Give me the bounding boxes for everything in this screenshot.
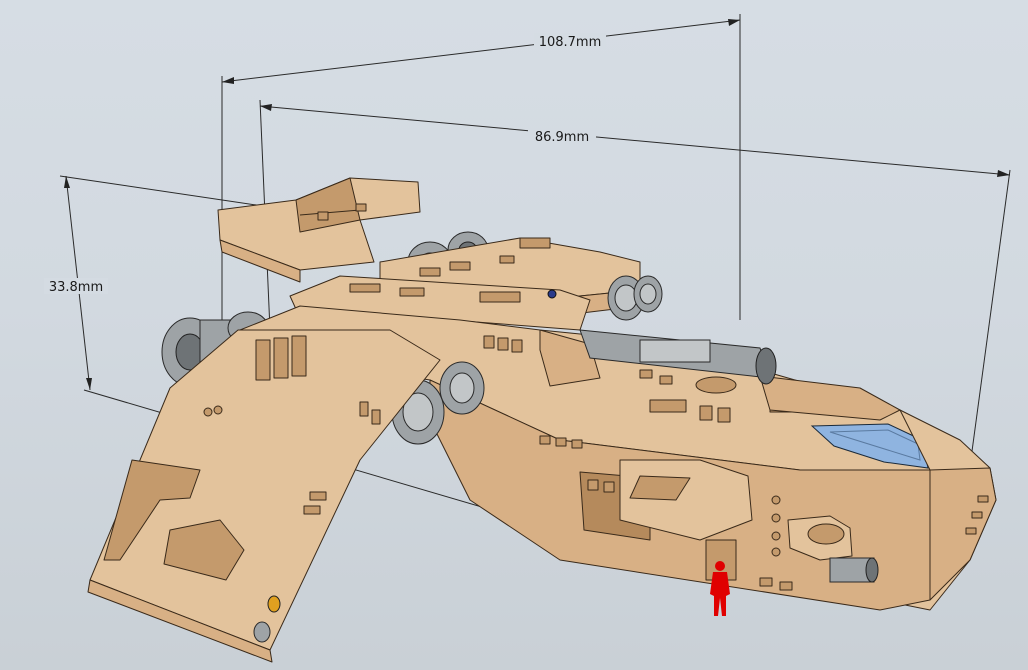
dimension-line-hull (259, 105, 1011, 176)
dimension-label-bg (528, 128, 596, 144)
upper-wheels (607, 275, 663, 321)
dimension-hull-length[interactable]: 86.9mm (259, 99, 1011, 541)
dimension-label-overall-length[interactable]: 108.7mm (539, 35, 602, 50)
side-turret (787, 515, 879, 583)
dimension-line-overall (221, 19, 741, 83)
arrowhead-hull-right (997, 170, 1010, 177)
spaceship-model[interactable] (87, 177, 997, 663)
dimension-label-bg (534, 33, 606, 49)
arrowhead-height-bottom (86, 378, 92, 390)
tail-fin (217, 177, 421, 283)
dimension-overall-length[interactable]: 108.7mm (221, 14, 741, 600)
arrowhead-overall-left (222, 77, 234, 84)
dimension-label-hull-length[interactable]: 86.9mm (535, 130, 589, 145)
arrowhead-height-top (64, 176, 70, 188)
arrowhead-overall-right (728, 19, 740, 26)
left-wing (87, 329, 441, 663)
arrowhead-hull-left (260, 104, 272, 111)
main-cannon (579, 329, 777, 394)
dimension-label-height[interactable]: 33.8mm (49, 280, 103, 295)
scale-person-figure[interactable] (710, 561, 730, 616)
dimension-label-bg (44, 278, 108, 294)
extension-line-height-top (59, 175, 291, 211)
wing-wheel (253, 595, 281, 643)
